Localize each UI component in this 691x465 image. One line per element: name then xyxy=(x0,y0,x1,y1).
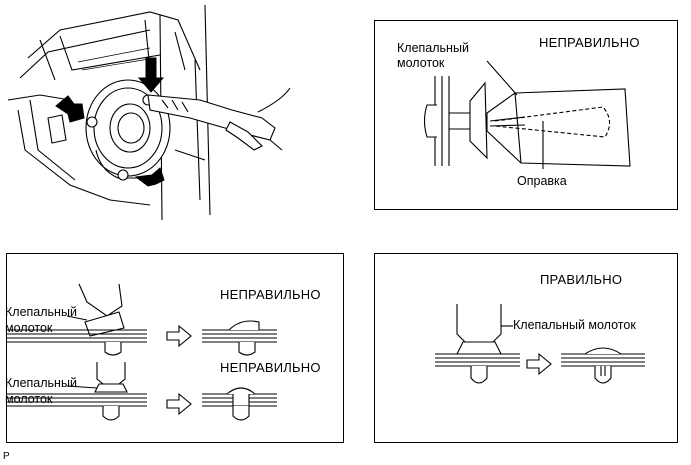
arrow-left xyxy=(55,95,85,123)
rivet-wrong-drawing xyxy=(7,283,277,421)
rivet-correct-drawing xyxy=(435,304,645,384)
rivet-angle-drawing xyxy=(423,60,631,169)
figure-code: P xyxy=(3,451,10,462)
speaker-illustration-drawing xyxy=(7,4,291,221)
arrow-outline-row1 xyxy=(166,324,192,348)
arrow-outline-row2 xyxy=(166,392,192,416)
status-correct: ПРАВИЛЬНО xyxy=(540,272,623,287)
mandrel-label: Оправка xyxy=(517,174,567,188)
correct-tool-label: Клепальный молоток xyxy=(513,318,636,332)
tool-label-line-2: молоток xyxy=(397,56,445,70)
row1-tool-label-line-1: Клепальный xyxy=(5,305,77,319)
row1-status-wrong: НЕПРАВИЛЬНО xyxy=(220,287,321,302)
arrow-outline-correct xyxy=(526,352,552,376)
arrow-top xyxy=(137,57,165,93)
arrow-bottom xyxy=(134,167,165,187)
panel-wrong-mandrel-angle: Клепальный молоток НЕПРАВИЛЬНО Оправка xyxy=(374,20,678,210)
row2-status-wrong: НЕПРАВИЛЬНО xyxy=(220,360,321,375)
row2-tool-label-line-1: Клепальный xyxy=(5,376,77,390)
panel-wrong-installation: Клепальный молоток НЕПРАВИЛЬНО Клепальны… xyxy=(5,253,344,443)
speaker-illustration xyxy=(0,0,300,225)
panel-correct-installation: ПРАВИЛЬНО Клепальный молоток xyxy=(374,253,678,443)
row1-tool-label-line-2: молоток xyxy=(5,321,53,335)
row2-tool-label-line-2: молоток xyxy=(5,392,53,406)
status-wrong: НЕПРАВИЛЬНО xyxy=(539,35,640,50)
tool-label-line-1: Клепальный xyxy=(397,41,469,55)
